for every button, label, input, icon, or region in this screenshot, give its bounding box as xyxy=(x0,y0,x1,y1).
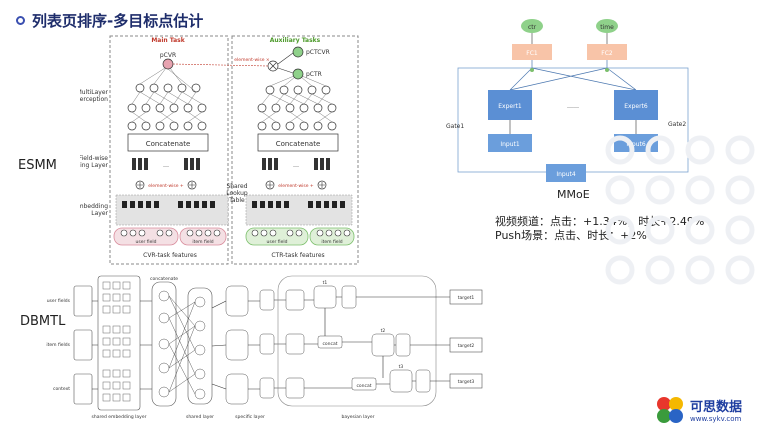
context-label: context xyxy=(53,386,70,392)
main-concat-box xyxy=(127,133,209,152)
dbmtl-diagram: user fields item fields context shared e… xyxy=(46,275,483,420)
slide-title-group: 列表页排序-多目标点估计 xyxy=(16,10,203,31)
aux-concat-box xyxy=(257,133,339,152)
target1-box xyxy=(449,289,483,305)
input4-label: Input4 xyxy=(556,171,576,178)
time-label: time xyxy=(600,24,614,31)
expert1-box xyxy=(488,90,532,120)
user-fields-input xyxy=(73,285,93,317)
aux-embedding-band xyxy=(245,194,353,226)
slide-title: 列表页排序-多目标点估计 xyxy=(32,12,204,30)
concatenate-label: concatenate xyxy=(150,276,178,282)
t2-label: t2 xyxy=(381,328,386,334)
t1-label: t1 xyxy=(323,280,328,286)
input4-box xyxy=(546,164,586,182)
mmoe-diagram: ctr time FC1 FC2 Expert1 Expert6 …… Gate… xyxy=(446,19,689,182)
shared-embedding-layer-label: shared embedding layer xyxy=(92,414,147,420)
target2-label: target2 xyxy=(458,343,475,349)
logo-petals-icon xyxy=(657,397,683,423)
aux-task-title: Auxiliary Tasks xyxy=(270,37,321,44)
bullet-circle-icon xyxy=(16,16,25,25)
aux-task-frame xyxy=(231,35,359,265)
t3-label: t3 xyxy=(399,364,404,370)
bayesian-layer-label: bayesian layer xyxy=(342,414,375,420)
input6-label: Input6 xyxy=(626,141,646,148)
main-task-title: Main Task xyxy=(151,37,185,44)
main-embedding-band xyxy=(115,194,229,226)
logo-text: 可思数据 xyxy=(690,400,743,415)
target3-label: target3 xyxy=(458,379,475,385)
ctr-features-label: CTR-task features xyxy=(271,252,324,259)
gate1-label: Gate1 xyxy=(446,123,464,130)
specific-layer-blocks xyxy=(225,285,275,405)
aux-mlp xyxy=(257,75,337,131)
background-decoration xyxy=(605,135,755,285)
fc1-box xyxy=(512,44,552,60)
pcvr-node xyxy=(162,58,174,70)
ctr-label: ctr xyxy=(528,24,537,31)
logo-url: www.sykv.com xyxy=(690,415,742,423)
target2-box xyxy=(449,337,483,353)
item-fields-label: item fields xyxy=(46,342,70,348)
esmm-diagram: Main Task Auxiliary Tasks MultiLayerPerc… xyxy=(80,35,359,265)
fc1-label: FC1 xyxy=(526,50,538,57)
expert6-box xyxy=(614,90,658,120)
aux-user-field-label: user field xyxy=(267,239,288,245)
mmoe-caption: MMoE xyxy=(557,188,590,201)
target3-box xyxy=(449,373,483,389)
expert6-label: Expert6 xyxy=(624,103,648,110)
pctcvr-label: pCTCVR xyxy=(306,49,330,56)
pcvr-label: pCVR xyxy=(160,52,176,59)
input1-box xyxy=(488,134,532,152)
input1-label: Input1 xyxy=(500,141,520,148)
elementwise-x-label: element-wise × xyxy=(234,57,270,63)
aux-pool-dots: … xyxy=(293,162,299,169)
bayesian-frame xyxy=(277,275,437,407)
gate2-label: Gate2 xyxy=(668,121,686,128)
main-mlp xyxy=(127,67,207,131)
main-user-field-label: user field xyxy=(136,239,157,245)
expert1-label: Expert1 xyxy=(498,103,522,110)
aux-pooling-bars xyxy=(262,158,330,170)
main-pool-dots: … xyxy=(163,162,169,169)
concat-node-2-label: concat xyxy=(356,383,371,389)
item-fields-input xyxy=(73,329,93,361)
user-fields-label: user fields xyxy=(47,298,71,304)
pctr-label: pCTR xyxy=(306,71,322,78)
site-logo: 可思数据 www.sykv.com xyxy=(650,388,768,432)
main-concat-label: Concatenate xyxy=(146,140,191,148)
aux-elementwise-plus: element-wise + xyxy=(278,183,314,189)
shared-layer-label: shared layer xyxy=(186,414,214,420)
fc2-label: FC2 xyxy=(601,50,613,57)
main-item-field-label: item field xyxy=(192,239,213,245)
ctr-output-node xyxy=(521,19,543,33)
embedding-label: EmbeddingLayer xyxy=(80,203,109,217)
aux-item-field-label: item field xyxy=(321,239,342,245)
main-task-frame xyxy=(109,35,229,265)
mmoe-dots: …… xyxy=(567,103,579,110)
specific-layer-label: specific layer xyxy=(235,414,265,420)
fieldwise-label: Field-wisePooling Layer xyxy=(80,155,109,169)
dbmtl-label: DBMTL xyxy=(20,314,66,329)
concat-node-1-label: concat xyxy=(322,341,337,347)
main-pooling-bars xyxy=(132,158,200,170)
esmm-label: ESMM xyxy=(18,158,57,173)
main-elementwise-plus: element-wise + xyxy=(148,183,184,189)
pctr-node xyxy=(292,68,304,80)
context-input xyxy=(73,373,93,405)
cvr-features-label: CVR-task features xyxy=(143,252,197,259)
fc2-box xyxy=(587,44,627,60)
target1-label: target1 xyxy=(458,295,475,301)
time-output-node xyxy=(596,19,618,33)
aux-concat-label: Concatenate xyxy=(276,140,321,148)
mlp-label: MultiLayerPerception xyxy=(80,89,109,103)
pctcvr-node xyxy=(292,46,304,58)
